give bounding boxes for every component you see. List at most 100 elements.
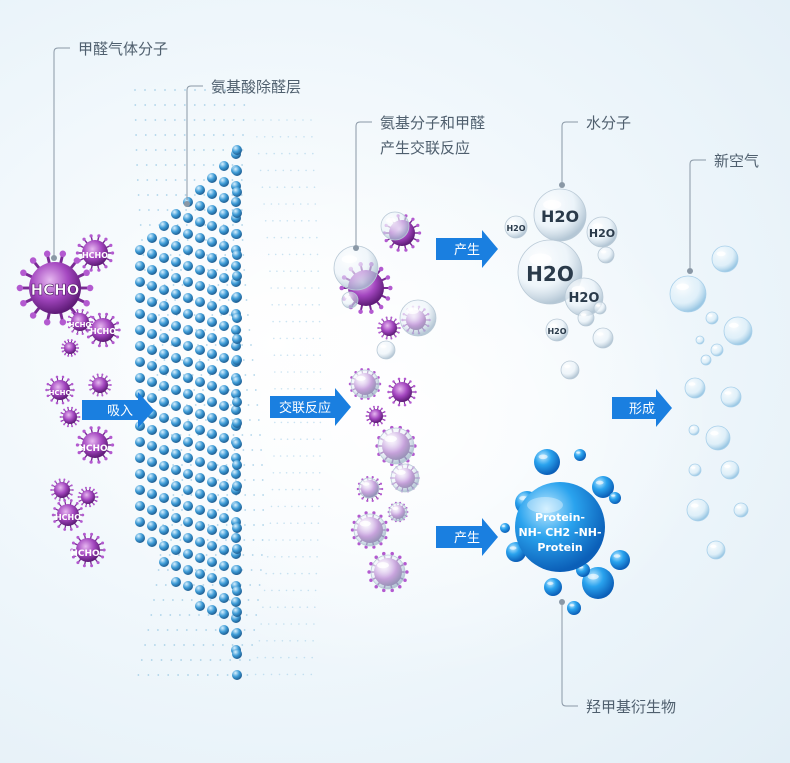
amino-sphere	[232, 145, 242, 155]
amino-sphere	[147, 521, 157, 531]
callout-line-formaldehyde	[54, 48, 70, 255]
h2o-molecule-small-3: H2O	[547, 327, 566, 336]
amino-sphere	[232, 439, 242, 449]
bubble	[561, 361, 579, 379]
amino-sphere	[183, 485, 193, 495]
amino-sphere	[135, 309, 145, 319]
amino-sphere	[159, 237, 169, 247]
amino-sphere	[232, 334, 242, 344]
amino-sphere	[219, 465, 229, 475]
amino-sphere	[207, 173, 217, 183]
blue-sphere	[500, 523, 510, 533]
amino-sphere	[159, 381, 169, 391]
amino-sphere	[183, 405, 193, 415]
amino-sphere	[195, 409, 205, 419]
amino-sphere	[195, 393, 205, 403]
amino-sphere	[195, 361, 205, 371]
amino-sphere	[219, 513, 229, 523]
amino-sphere	[207, 285, 217, 295]
callout-dot-fresh-air	[687, 268, 693, 274]
amino-sphere	[231, 469, 241, 479]
amino-sphere	[231, 197, 241, 207]
air-bubble	[724, 317, 752, 345]
amino-sphere	[159, 413, 169, 423]
amino-sphere	[147, 457, 157, 467]
air-bubble	[670, 276, 706, 312]
amino-sphere	[147, 377, 157, 387]
amino-sphere	[207, 413, 217, 423]
amino-sphere	[232, 313, 242, 323]
amino-sphere	[207, 317, 217, 327]
amino-sphere	[183, 517, 193, 527]
label-fresh-air: 新空气	[714, 152, 759, 170]
amino-sphere	[135, 469, 145, 479]
amino-sphere	[195, 521, 205, 531]
amino-sphere	[232, 166, 242, 176]
formaldehyde-virus	[60, 407, 81, 427]
callout-dot-derivative	[559, 599, 565, 605]
callout-line-amino-layer	[187, 86, 203, 200]
hcho-label-7: HCHO	[55, 513, 81, 522]
blue-sphere	[567, 601, 581, 615]
amino-sphere	[147, 329, 157, 339]
svg-text:HCHO: HCHO	[78, 444, 108, 454]
svg-text:H2O: H2O	[547, 327, 566, 336]
amino-sphere	[207, 461, 217, 471]
amino-sphere	[219, 337, 229, 347]
amino-sphere	[231, 597, 241, 607]
arrow-label-produce-top: 产生	[454, 243, 480, 258]
hcho-label-large: HCHO	[31, 281, 80, 299]
amino-sphere	[135, 517, 145, 527]
amino-sphere	[171, 273, 181, 283]
blue-sphere	[544, 578, 562, 596]
amino-sphere	[232, 355, 242, 365]
amino-sphere	[219, 353, 229, 363]
svg-text:HCHO: HCHO	[55, 513, 81, 522]
amino-sphere	[171, 481, 181, 491]
amino-sphere	[195, 457, 205, 467]
amino-sphere	[135, 485, 145, 495]
amino-sphere	[232, 250, 242, 260]
amino-sphere	[183, 549, 193, 559]
svg-text:HCHO: HCHO	[70, 549, 100, 559]
svg-text:HCHO: HCHO	[49, 389, 72, 397]
air-bubble	[707, 541, 725, 559]
amino-sphere	[195, 201, 205, 211]
amino-sphere	[219, 177, 229, 187]
amino-sphere	[135, 245, 145, 255]
callout-line-fresh-air	[690, 160, 706, 268]
amino-sphere	[195, 265, 205, 275]
amino-sphere	[232, 670, 242, 680]
label-crosslink-line2: 产生交联反应	[380, 139, 470, 157]
amino-sphere	[231, 261, 241, 271]
amino-sphere	[147, 473, 157, 483]
amino-sphere	[183, 293, 193, 303]
amino-sphere	[232, 586, 242, 596]
amino-sphere	[195, 377, 205, 387]
amino-sphere	[171, 289, 181, 299]
air-bubble	[689, 464, 701, 476]
amino-sphere	[183, 581, 193, 591]
air-bubble	[706, 312, 718, 324]
amino-sphere	[183, 277, 193, 287]
protein-label-line3: Protein	[537, 541, 582, 554]
amino-sphere	[219, 545, 229, 555]
amino-sphere	[183, 437, 193, 447]
amino-sphere	[207, 525, 217, 535]
amino-sphere	[159, 477, 169, 487]
protein-label-line1: Protein-	[535, 511, 585, 524]
amino-sphere	[183, 389, 193, 399]
amino-sphere	[195, 249, 205, 259]
blue-sphere	[609, 492, 621, 504]
amino-sphere	[171, 449, 181, 459]
amino-sphere	[207, 541, 217, 551]
amino-sphere	[159, 509, 169, 519]
amino-sphere	[195, 297, 205, 307]
amino-sphere	[171, 257, 181, 267]
amino-sphere	[219, 593, 229, 603]
amino-sphere	[159, 221, 169, 231]
amino-sphere	[232, 628, 242, 638]
amino-sphere	[135, 277, 145, 287]
amino-sphere	[147, 233, 157, 243]
amino-sphere	[195, 329, 205, 339]
